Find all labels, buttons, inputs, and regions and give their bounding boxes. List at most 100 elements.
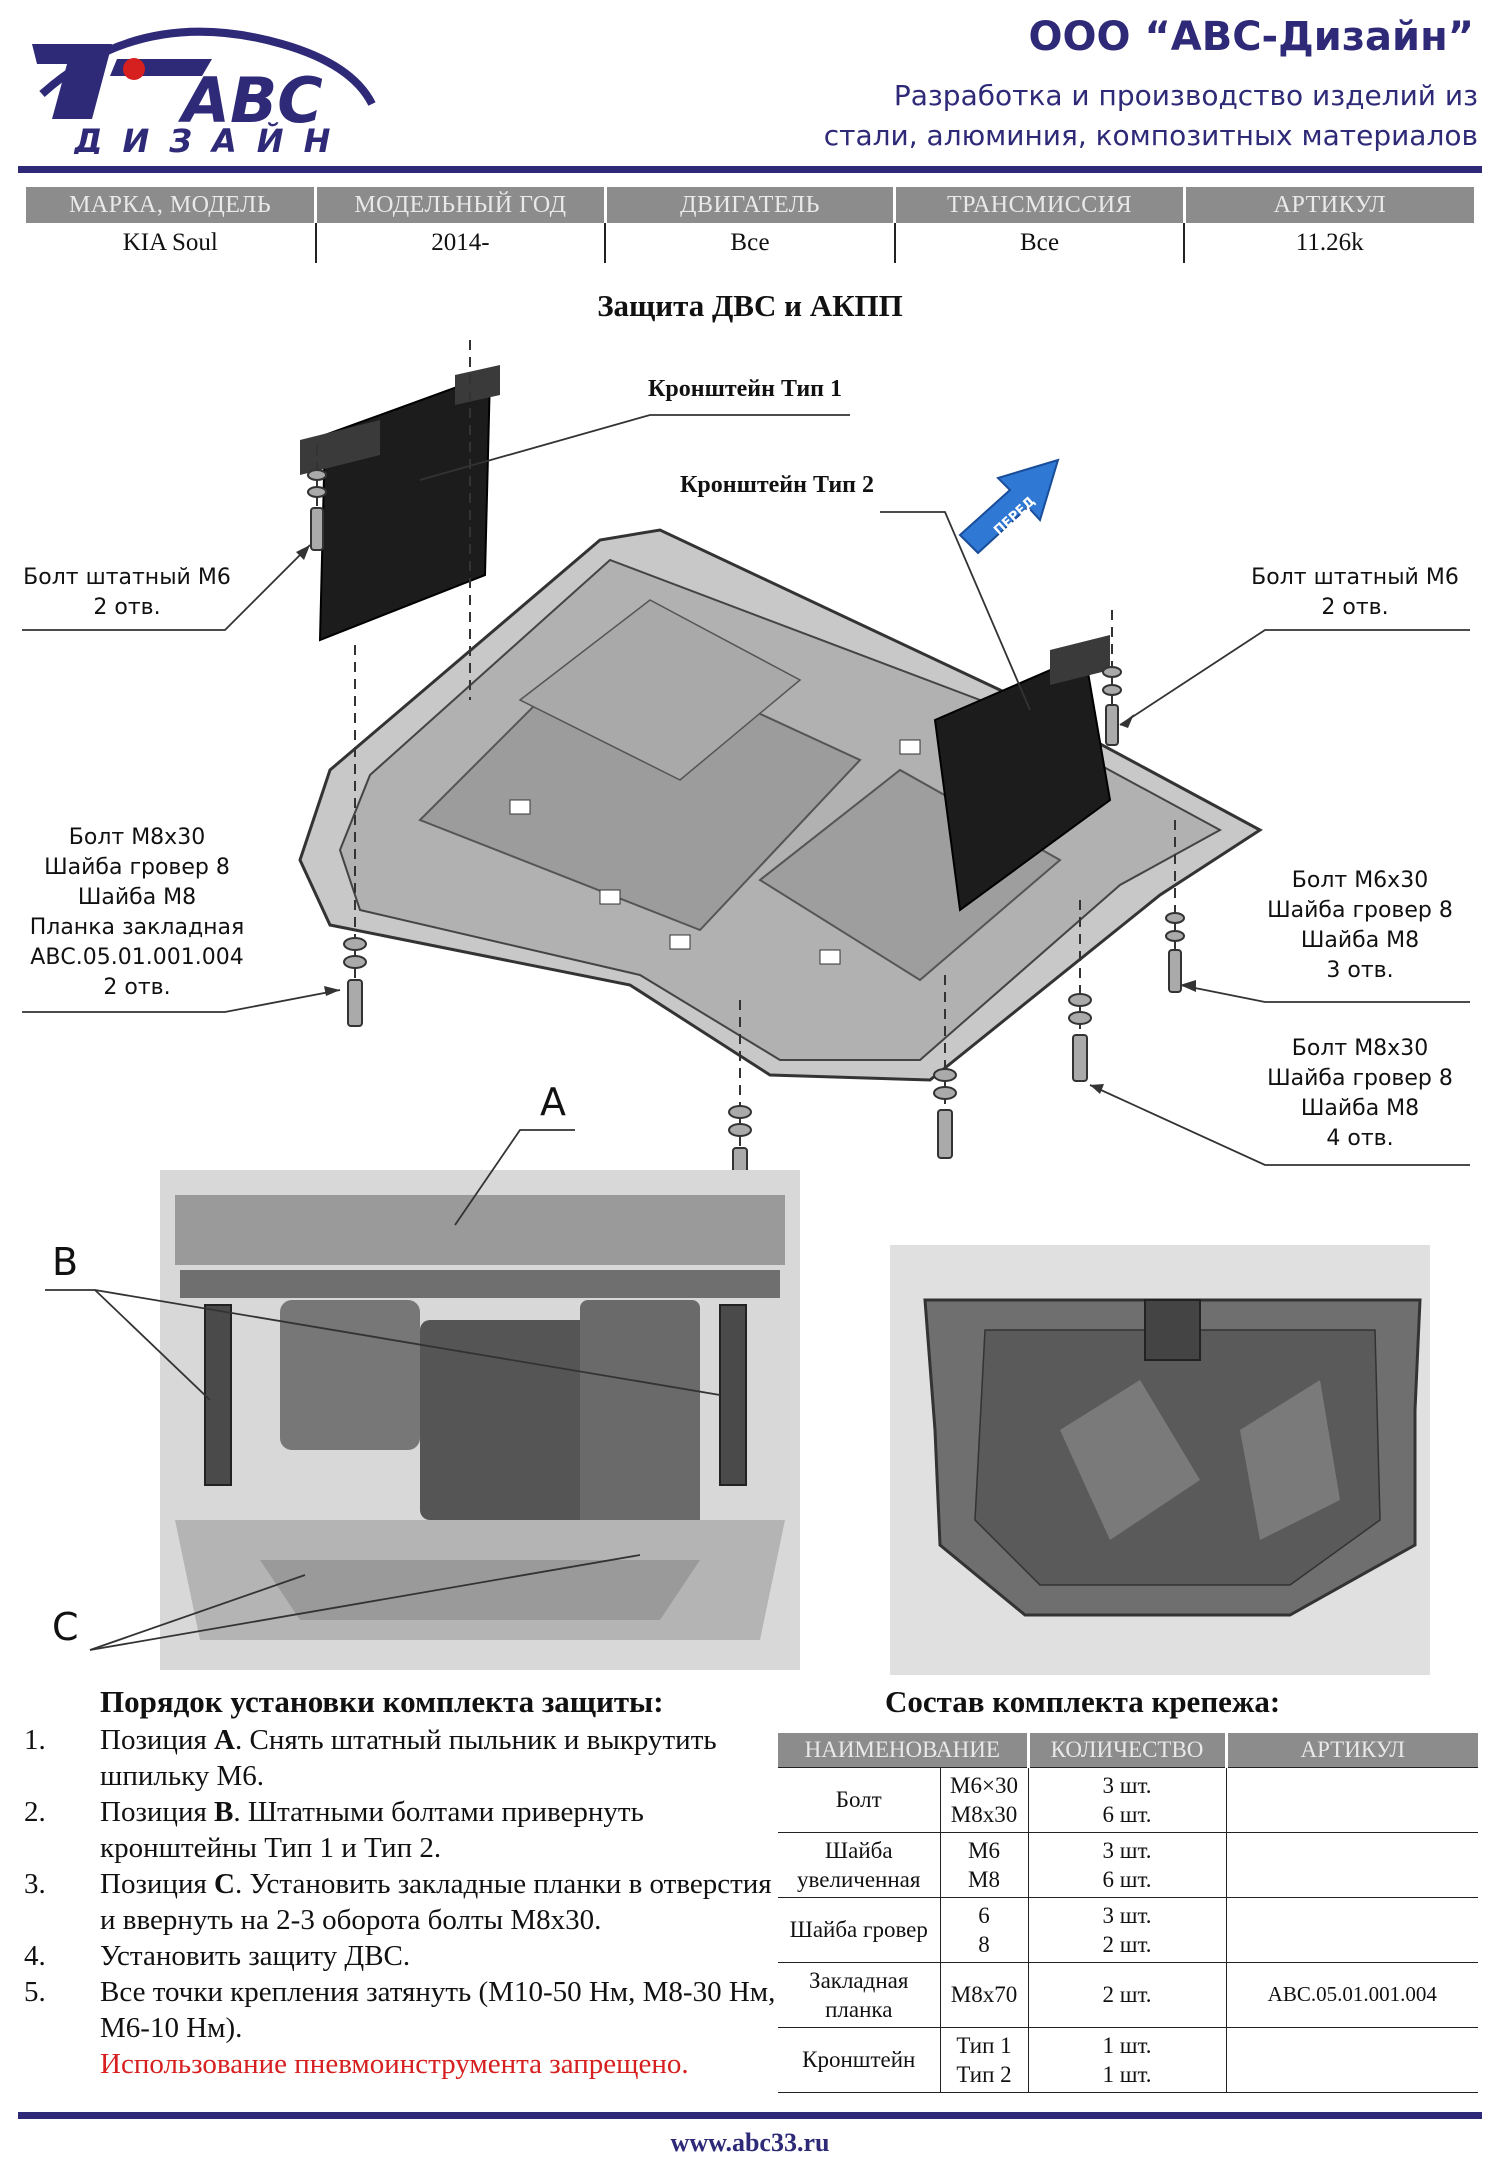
kit-size: Тип 2 xyxy=(956,2061,1012,2087)
step-text-pre: Позиция xyxy=(100,1868,215,1900)
spec-model: KIA Soul xyxy=(26,223,317,263)
instruction-step: 5. Все точки крепления затянуть (М10-50 … xyxy=(24,1974,784,2082)
kit-item-sizes: Тип 1 Тип 2 xyxy=(939,2026,1029,2093)
logo-text-top: АВС xyxy=(177,64,323,137)
forward-arrow-icon: ПЕРЕД xyxy=(958,458,1060,555)
skid-plate-illustration xyxy=(298,528,1263,1082)
tagline-line-1: Разработка и производство изделий из xyxy=(893,79,1478,112)
kit-item-article: АВС.05.01.001.004 xyxy=(1225,1961,1479,2028)
website-link[interactable]: www.abc33.ru xyxy=(670,2128,830,2157)
step-number: 5. xyxy=(24,1976,46,2008)
label-bracket-type-1: Кронштейн Тип 1 xyxy=(648,376,843,402)
callout-line: Шайба М8 xyxy=(77,885,197,910)
kit-size: Тип 1 xyxy=(956,2032,1012,2058)
kit-title: Состав комплекта крепежа: xyxy=(885,1684,1281,1719)
instructions-list: 1. Позиция А. Снять штатный пыльник и вы… xyxy=(24,1722,784,2082)
company-name: ООО “АВС-Дизайн” xyxy=(1028,14,1474,60)
step-text-pre: Позиция xyxy=(100,1724,215,1756)
step-position-letter: С xyxy=(214,1868,235,1900)
spec-engine: Все xyxy=(605,223,896,263)
step-text-post: . Снять штатный пыльник и выкрутить шпил… xyxy=(100,1724,717,1792)
spec-transmission: Все xyxy=(894,223,1186,263)
spec-header-article: АРТИКУЛ xyxy=(1184,187,1474,223)
company-tagline: Разработка и производство изделий из ста… xyxy=(824,76,1478,156)
callout-line: 2 отв. xyxy=(93,595,161,620)
kit-qty: 6 шт. xyxy=(1102,1801,1152,1827)
logo-text-bottom: ДИЗАЙН xyxy=(73,122,350,154)
header-rule xyxy=(18,166,1482,173)
step-text: Позиция В. Штатными болтами привернуть к… xyxy=(100,1794,784,1866)
kit-size: М8х70 xyxy=(950,1982,1018,2007)
callout-line: 3 отв. xyxy=(1326,958,1394,983)
step-position-letter: В xyxy=(214,1796,234,1828)
vehicle-underside-photo xyxy=(160,1170,800,1670)
kit-item-article xyxy=(1225,2026,1479,2093)
table-row: Закладная планка М8х70 2 шт. АВС.05.01.0… xyxy=(778,1961,1479,2028)
kit-item-qty: 2 шт. xyxy=(1027,1961,1227,2028)
step-text-post: . Штатными болтами привернуть кронштейны… xyxy=(100,1796,644,1864)
callout-line: Планка закладная xyxy=(29,915,245,940)
kit-size: М8 xyxy=(968,1866,1000,1892)
instruction-step: 1. Позиция А. Снять штатный пыльник и вы… xyxy=(24,1722,784,1794)
spec-header-model: МАРКА, МОДЕЛЬ xyxy=(26,187,318,223)
kit-qty: 3 шт. xyxy=(1102,1837,1152,1863)
kit-qty: 2 шт. xyxy=(1102,1982,1152,2007)
step-text-post: . Установить закладные планки в отверсти… xyxy=(100,1868,772,1936)
callout-bolt-right-bottom: Болт М8х30 Шайба гровер 8 Шайба М8 4 отв… xyxy=(1255,1034,1465,1154)
callout-bolt-right-mid: Болт М6х30 Шайба гровер 8 Шайба М8 3 отв… xyxy=(1255,866,1465,986)
step-text-pre: Все точки крепления затянуть (М10-50 Нм,… xyxy=(100,1976,776,2044)
kit-header-name: НАИМЕНОВАНИЕ xyxy=(778,1733,1030,1767)
callout-line: 2 отв. xyxy=(103,975,171,1000)
spec-header-year: МОДЕЛЬНЫЙ ГОД xyxy=(315,187,607,223)
callout-line: АВС.05.01.001.004 xyxy=(30,945,244,970)
spec-year: 2014- xyxy=(315,223,607,263)
hardware-kit-table: НАИМЕНОВАНИЕ КОЛИЧЕСТВО АРТИКУЛ Болт М6×… xyxy=(778,1733,1479,2093)
kit-size: М6 xyxy=(968,1837,1000,1863)
kit-size: М8х30 xyxy=(950,1801,1018,1827)
callout-line: Шайба гровер 8 xyxy=(44,855,230,880)
step-text-pre: Позиция xyxy=(100,1796,215,1828)
kit-qty: 1 шт. xyxy=(1102,2032,1152,2058)
footer-rule xyxy=(18,2112,1482,2119)
kit-qty: 2 шт. xyxy=(1102,1931,1152,1957)
kit-item-sizes: М8х70 xyxy=(939,1961,1029,2028)
instruction-step: 3. Позиция С. Установить закладные планк… xyxy=(24,1866,784,1938)
callout-line: 4 отв. xyxy=(1326,1126,1394,1151)
callout-line: Болт штатный М6 xyxy=(23,565,231,590)
callout-line: 2 отв. xyxy=(1321,595,1389,620)
kit-header-article: АРТИКУЛ xyxy=(1226,1733,1479,1767)
kit-item-qty: 3 шт. 6 шт. xyxy=(1027,1831,1227,1898)
kit-item-name: Закладная планка xyxy=(778,1961,941,2028)
callout-line: Шайба М8 xyxy=(1300,1096,1420,1121)
step-text: Установить защиту ДВС. xyxy=(100,1940,411,1972)
tagline-line-2: стали, алюминия, композитных материалов xyxy=(823,119,1478,152)
step-position-letter: А xyxy=(214,1724,235,1756)
step-text: Все точки крепления затянуть (М10-50 Нм,… xyxy=(100,1974,784,2082)
kit-item-article xyxy=(1225,1766,1479,1833)
callout-line: Шайба М8 xyxy=(1300,928,1420,953)
vehicle-spec-table: МАРКА, МОДЕЛЬ МОДЕЛЬНЫЙ ГОД ДВИГАТЕЛЬ ТР… xyxy=(26,187,1474,263)
company-logo: АВС ДИЗАЙН xyxy=(32,27,376,154)
kit-qty: 1 шт. xyxy=(1102,2061,1152,2087)
kit-qty: 3 шт. xyxy=(1102,1772,1152,1798)
step-number: 4. xyxy=(24,1940,46,1972)
kit-qty: 6 шт. xyxy=(1102,1866,1152,1892)
spec-header-transmission: ТРАНСМИССИЯ xyxy=(894,187,1186,223)
callout-bolt-left-bottom: Болт М8х30 Шайба гровер 8 Шайба М8 Планк… xyxy=(22,823,252,1003)
step-number: 1. xyxy=(24,1724,46,1756)
position-c-label: C xyxy=(52,1605,79,1649)
kit-item-name: Шайба увеличенная xyxy=(778,1831,941,1898)
kit-size: М6×30 xyxy=(950,1772,1018,1798)
bracket-type-2-illustration xyxy=(933,635,1112,912)
kit-item-qty: 1 шт. 1 шт. xyxy=(1027,2026,1227,2093)
kit-size: 6 xyxy=(978,1902,990,1928)
kit-item-qty: 3 шт.2 шт. xyxy=(1027,1896,1227,1963)
installed-skid-plate-photo xyxy=(890,1245,1430,1675)
bracket-type-1-illustration xyxy=(300,365,500,642)
